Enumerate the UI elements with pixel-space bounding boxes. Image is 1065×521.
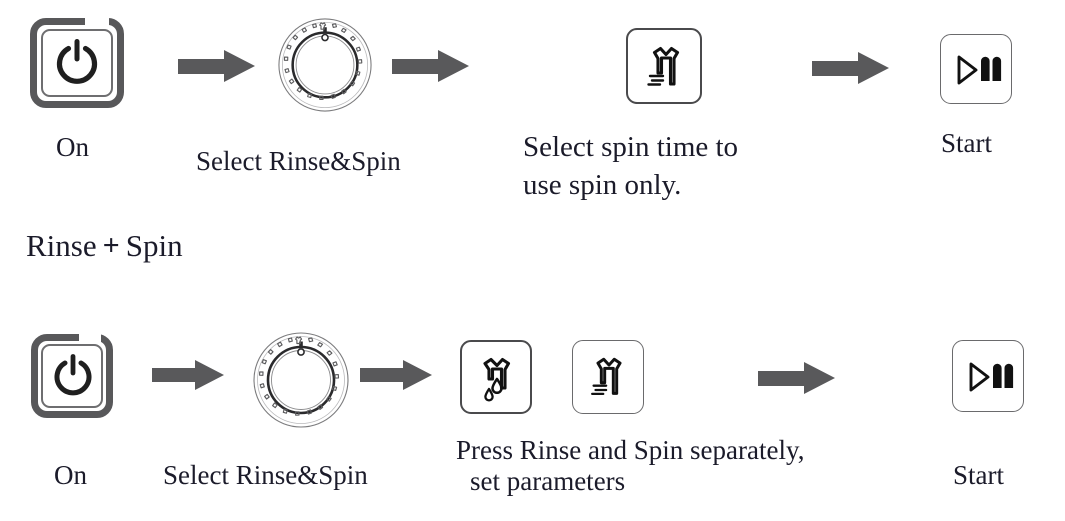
power-button-bottom[interactable] xyxy=(31,332,113,418)
power-button-frame-gap xyxy=(79,332,101,343)
spin-button-top[interactable] xyxy=(626,28,702,104)
label-on-bottom: On xyxy=(54,460,87,490)
label-start-bottom: Start xyxy=(953,460,1004,490)
rinse-button-bottom[interactable] xyxy=(460,340,532,414)
heading-plus-sign: + xyxy=(102,229,120,262)
spin-shirt-icon xyxy=(647,46,680,86)
label-select-spin-line1: Select spin time to xyxy=(523,131,739,163)
rinse-shirt-icon xyxy=(483,357,511,402)
label-select-program-bottom: Select Rinse&Spin xyxy=(163,460,368,490)
program-dial-icon-top[interactable] xyxy=(276,14,374,114)
play-pause-icon xyxy=(957,55,1002,85)
label-press-line1: Press Rinse and Spin separately, xyxy=(456,435,805,465)
right-arrow-icon-6 xyxy=(758,362,836,394)
power-symbol-icon xyxy=(56,39,98,84)
power-button-outer-frame xyxy=(30,18,124,108)
power-button-frame-gap xyxy=(85,16,109,27)
program-dial-icon-bottom[interactable] xyxy=(250,330,352,430)
label-on-top: On xyxy=(56,132,89,162)
heading-spin-text: Spin xyxy=(125,228,183,263)
label-start-top: Start xyxy=(941,128,992,158)
power-button-top[interactable] xyxy=(30,16,124,108)
power-button-outer-frame xyxy=(31,334,113,418)
right-arrow-icon-1 xyxy=(178,50,256,82)
heading-rinse-text: Rinse xyxy=(26,228,97,263)
play-pause-icon xyxy=(969,362,1014,392)
label-select-spin-line2: use spin only. xyxy=(523,169,682,201)
spin-shirt-icon xyxy=(591,357,622,395)
start-button-top[interactable] xyxy=(940,34,1012,104)
label-select-program-top: Select Rinse&Spin xyxy=(196,146,401,176)
right-arrow-icon-4 xyxy=(152,360,226,390)
right-arrow-icon-5 xyxy=(360,360,434,390)
right-arrow-icon-2 xyxy=(392,50,470,82)
right-arrow-icon-3 xyxy=(812,52,890,84)
power-symbol-icon xyxy=(54,354,92,396)
spin-button-bottom[interactable] xyxy=(572,340,644,414)
label-press-line2: set parameters xyxy=(470,466,626,496)
section-heading-rinse-plus-spin: Rinse + Spin xyxy=(26,228,183,264)
start-button-bottom[interactable] xyxy=(952,340,1024,412)
